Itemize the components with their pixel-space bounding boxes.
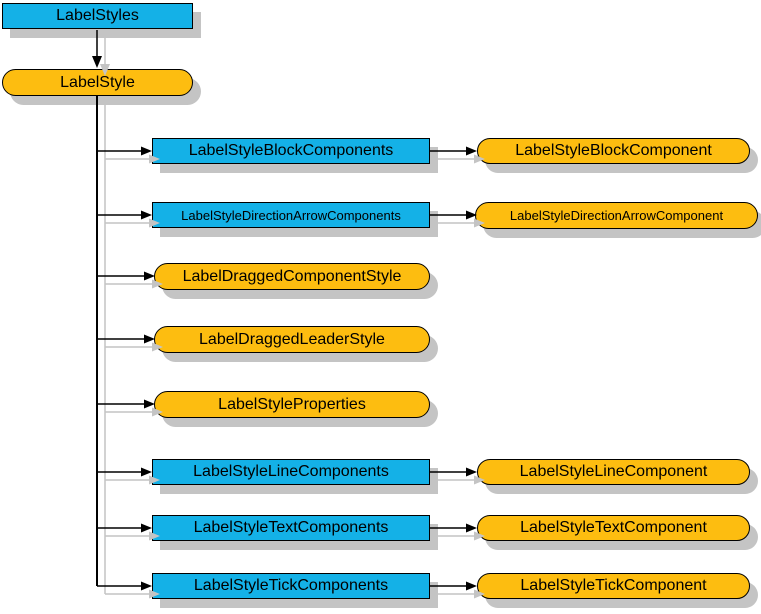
- node-label-style-block-components[interactable]: LabelStyleBlockComponents: [152, 138, 430, 164]
- node-label-style-line-components[interactable]: LabelStyleLineComponents: [152, 459, 430, 485]
- node-label-style-text-components[interactable]: LabelStyleTextComponents: [152, 515, 430, 541]
- node-label-dragged-component-style[interactable]: LabelDraggedComponentStyle: [154, 263, 430, 290]
- arrowhead-down: [92, 56, 102, 68]
- arrowhead-right: [141, 523, 152, 533]
- node-label-dragged-leader-style[interactable]: LabelDraggedLeaderStyle: [154, 326, 430, 353]
- node-label-style[interactable]: LabelStyle: [2, 69, 193, 96]
- node-label-style-tick-components[interactable]: LabelStyleTickComponents: [152, 573, 430, 599]
- arrowhead-right: [466, 146, 477, 156]
- arrowhead-right: [141, 146, 152, 156]
- node-label-style-line-component[interactable]: LabelStyleLineComponent: [477, 459, 750, 485]
- arrowhead-right: [141, 210, 152, 220]
- node-label-styles[interactable]: LabelStyles: [2, 3, 193, 29]
- node-label-style-block-component[interactable]: LabelStyleBlockComponent: [477, 138, 750, 164]
- node-label-style-properties[interactable]: LabelStyleProperties: [154, 391, 430, 418]
- arrowhead-right: [141, 581, 152, 591]
- node-label-style-text-component[interactable]: LabelStyleTextComponent: [477, 515, 750, 541]
- node-label-style-tick-component[interactable]: LabelStyleTickComponent: [477, 573, 750, 599]
- arrowhead-right: [466, 467, 477, 477]
- node-label-style-direction-arrow-components[interactable]: LabelStyleDirectionArrowComponents: [152, 202, 430, 228]
- arrowhead-right: [466, 523, 477, 533]
- arrowhead-right: [466, 581, 477, 591]
- arrowhead-right: [141, 467, 152, 477]
- node-label-style-direction-arrow-component[interactable]: LabelStyleDirectionArrowComponent: [475, 202, 758, 229]
